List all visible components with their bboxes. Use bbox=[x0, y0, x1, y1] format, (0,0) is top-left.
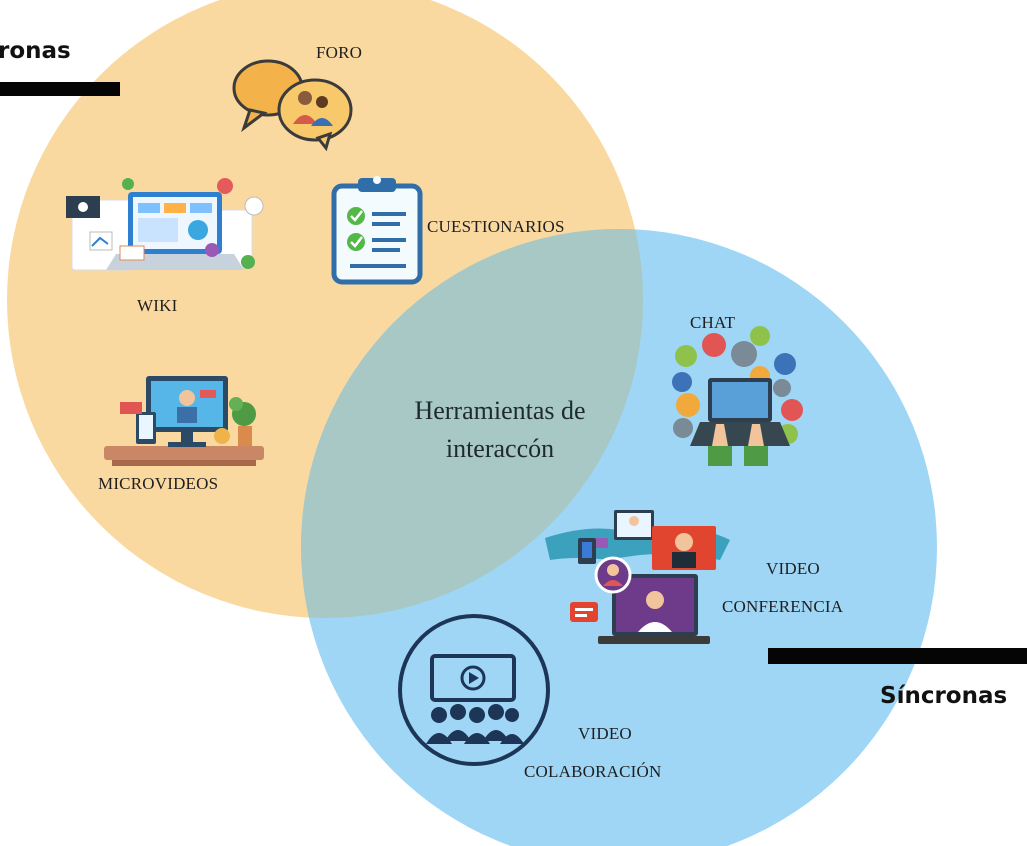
videocolaboracion-label-line1: VIDEO bbox=[578, 724, 632, 743]
center-label: Herramientas de interaccón bbox=[360, 392, 640, 468]
microvideos-label: MICROVIDEOS bbox=[98, 474, 219, 493]
videoconferencia-label-line1: VIDEO bbox=[766, 559, 820, 578]
center-label-line1: Herramientas de bbox=[414, 396, 586, 425]
async-heading-bar bbox=[0, 82, 120, 96]
chat-label: CHAT bbox=[690, 313, 736, 332]
chat-bubbles-icon bbox=[232, 59, 353, 152]
clipboard-checklist-icon bbox=[331, 176, 423, 285]
videocolaboracion-label-line2: COLABORACIÓN bbox=[524, 762, 662, 781]
wiki-label: WIKI bbox=[137, 296, 178, 315]
social-laptop-icon bbox=[672, 326, 803, 466]
foro-label: FORO bbox=[316, 43, 363, 62]
sync-heading: Síncronas bbox=[880, 683, 1008, 709]
videoconferencia-label-line2: CONFERENCIA bbox=[722, 597, 844, 616]
laptop-dashboard-icon bbox=[66, 178, 264, 271]
async-heading: ronas bbox=[0, 38, 71, 64]
desk-computer-icon bbox=[104, 376, 264, 466]
center-label-line2: interaccón bbox=[445, 434, 555, 463]
videoconference-icon bbox=[545, 510, 730, 644]
cuestionarios-label: CUESTIONARIOS bbox=[427, 217, 565, 236]
sync-heading-bar bbox=[768, 648, 1027, 664]
group-video-icon bbox=[398, 614, 550, 766]
